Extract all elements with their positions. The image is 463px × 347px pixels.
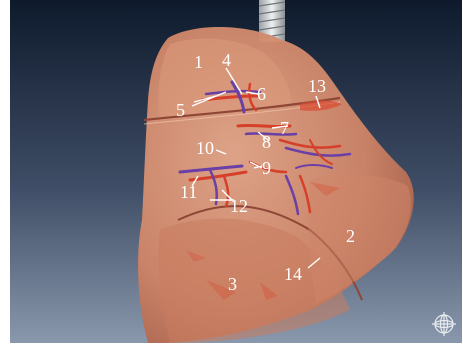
label-12: 12: [230, 196, 248, 216]
lung-3d-render: 1 2 3 4 5 6 7 8 9 10 11 12 13 14: [10, 0, 462, 343]
label-13: 13: [308, 76, 326, 96]
label-10: 10: [196, 138, 214, 158]
label-3: 3: [228, 274, 237, 294]
label-5: 5: [176, 100, 185, 120]
label-14: 14: [284, 264, 302, 284]
label-4: 4: [222, 50, 231, 70]
label-6: 6: [257, 84, 266, 104]
label-7: 7: [280, 118, 289, 138]
label-9: 9: [262, 158, 271, 178]
3d-viewport[interactable]: 1 2 3 4 5 6 7 8 9 10 11 12 13 14: [10, 0, 462, 343]
label-8: 8: [262, 132, 271, 152]
label-1: 1: [194, 52, 203, 72]
label-11: 11: [180, 182, 197, 202]
label-2: 2: [346, 226, 355, 246]
